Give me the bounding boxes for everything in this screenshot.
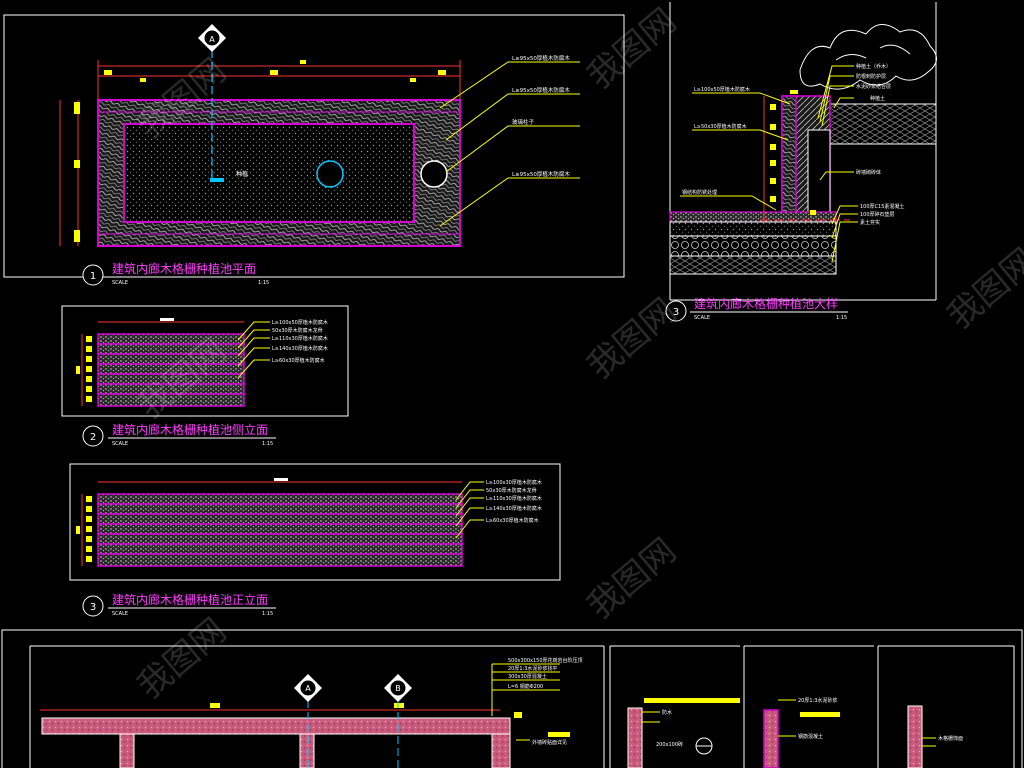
side-elevation-dim-marks (76, 336, 92, 402)
svg-text:A: A (209, 35, 215, 44)
plan-post-circle (420, 160, 448, 188)
bench-top-beam (41, 717, 511, 735)
bench-leg (491, 733, 511, 768)
bottom-callout-3: 300x30厚混凝土 (508, 673, 547, 680)
detail-callout-right-1: 种植土（乔木） (856, 63, 891, 70)
front-callout-lines (455, 481, 484, 539)
detail-callout-bottom-2: 100厚碎石垫层 (860, 211, 895, 218)
title-number-circle (665, 300, 687, 322)
scale-label: SCALE (112, 441, 128, 447)
detail-compacted-soil (669, 255, 837, 275)
plan-callout-4: L≥95x50厚植木防腐木 (512, 170, 570, 178)
plan-callout-2: L≥95x50厚植木防腐木 (512, 86, 570, 94)
axis-marker-label: B (395, 684, 401, 693)
bottom-small-label: 防水 (662, 709, 672, 716)
frame-bottom-sheet (1, 629, 1023, 768)
drawing-title: 建筑内廊木格栅种植池侧立面 (112, 422, 268, 437)
scale-value: 1:15 (262, 611, 273, 617)
title-number-circle (82, 595, 104, 617)
frame-plan (3, 14, 625, 278)
svg-text:我图网: 我图网 (130, 611, 234, 707)
svg-text:我图网: 我图网 (940, 241, 1024, 337)
title-number: 3 (673, 307, 679, 318)
drawing-title: 建筑内廊木格栅种植池大样 (694, 296, 838, 311)
side-callout-1: L≥100x50厚植木防腐木 (272, 319, 328, 326)
front-callout-1: L≥100x30厚植木防腐木 (486, 479, 542, 486)
front-callout-3: L≥110x30厚植木防腐木 (486, 495, 542, 502)
detail-gravel (669, 235, 837, 257)
detail-callout-lines (680, 65, 858, 263)
plan-planter-soil (123, 123, 415, 223)
title-number: 1 (90, 271, 96, 282)
detail-callout-right-5: 砖墙砌砖体 (856, 169, 881, 176)
plan-callout-3: 玻璃柱子 (512, 118, 535, 126)
detail-callout-bottom-3: 素土夯实 (860, 219, 880, 226)
svg-text:我图网: 我图网 (580, 291, 684, 387)
bottom-small-label: 200x100砖 (656, 741, 683, 748)
drawing-title: 建筑内廊木格栅种植池正立面 (112, 592, 268, 607)
scale-label: SCALE (112, 611, 128, 617)
axis-marker-label: A (305, 684, 311, 693)
side-callout-3: L≥110x30厚植木防腐木 (272, 335, 328, 342)
plan-dimension-ticks (104, 60, 446, 82)
bottom-small-label: 木格栅饰面 (938, 735, 963, 742)
scale-value: 1:15 (262, 441, 273, 447)
bottom-small-label: 外墙砖贴面详见 (532, 739, 567, 746)
plan-callout-lines (439, 61, 580, 227)
side-elevation-boards (97, 333, 245, 407)
title-number-circle (82, 264, 104, 286)
plan-dimension-left (59, 100, 80, 246)
front-elevation-dim-marks (76, 496, 92, 562)
side-callout-5: L≥60x30厚植木防腐木 (272, 357, 325, 364)
bottom-small-label: 钢筋混凝土 (798, 733, 823, 740)
column-detail-1 (627, 707, 643, 768)
tree-shrub-icon (799, 24, 937, 90)
scale-label: SCALE (112, 280, 128, 286)
scale-label: SCALE (694, 315, 710, 321)
svg-text:我图网: 我图网 (580, 531, 684, 627)
column-detail-2 (763, 709, 779, 768)
title-number: 3 (90, 602, 96, 613)
side-callout-lines (237, 321, 270, 379)
bench-leg (299, 733, 315, 768)
side-callout-4: L≥140x30厚植木防腐木 (272, 345, 328, 352)
detail-wood-cladding (781, 95, 797, 221)
front-callout-2: 50x30厚木防腐木龙骨 (486, 487, 537, 494)
detail-soil (807, 129, 831, 221)
side-callout-2: 50x30厚木防腐木龙骨 (272, 327, 323, 334)
detail-paving (829, 103, 937, 145)
scale-value: 1:15 (258, 280, 269, 286)
column-detail-3 (907, 705, 923, 768)
bottom-small-label: 20厚1:3水泥砂浆 (798, 697, 837, 704)
detail-concrete (669, 221, 837, 237)
bottom-callout-4: L=6 钢筋Φ200 (508, 683, 543, 690)
drawing-title: 建筑内廊木格栅种植池平面 (112, 261, 256, 276)
detail-callout-right-3: 水泥砂浆结合层 (856, 83, 891, 90)
plan-post-circle (316, 160, 344, 188)
front-elevation-boards (97, 493, 463, 567)
bottom-callout-lines (491, 663, 560, 741)
detail-callout-bottom-1: 100厚C15素混凝土 (860, 203, 904, 210)
detail-callout-left-3: 钢结构防锈处理 (682, 189, 717, 196)
frame-front-elevation (69, 463, 561, 581)
front-callout-5: L≥60x30厚植木防腐木 (486, 517, 539, 524)
detail-callout-left-2: L≥50x30厚植木防腐木 (694, 123, 747, 130)
frame-side-elevation (61, 305, 349, 417)
scale-value: 1:15 (836, 315, 847, 321)
plan-callout-1: L≥95x50厚植木防腐木 (512, 54, 570, 62)
title-number: 2 (90, 432, 96, 443)
detail-callout-right-2: 防根刺防护层 (856, 73, 886, 80)
detail-callout-left-1: L≥100x50厚植木防腐木 (694, 86, 750, 93)
bottom-callout-1: 500x300x150厚花岗岩台阶压顶 (508, 657, 583, 664)
bottom-callout-2: 20厚1:3水泥砂浆找平 (508, 665, 557, 672)
plan-center-label: 种植 (236, 170, 248, 178)
front-callout-4: L≥140x30厚植木防腐木 (486, 505, 542, 512)
title-number-circle (82, 425, 104, 447)
bench-leg (119, 733, 135, 768)
detail-dimension-marks (770, 90, 816, 215)
plan-dimension-top (97, 60, 461, 100)
detail-callout-right-4: 种植土 (870, 95, 885, 102)
